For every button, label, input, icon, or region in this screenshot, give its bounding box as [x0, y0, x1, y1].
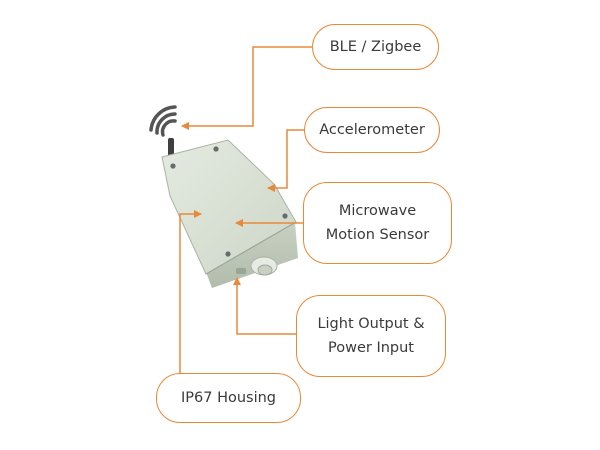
- callout-microwave-motion-sensor: Microwave Motion Sensor: [303, 182, 452, 264]
- leader-accelerometer: [267, 129, 304, 192]
- screw: [213, 146, 219, 152]
- callout-ip67-housing: IP67 Housing: [156, 373, 301, 423]
- enclosure-housing: [161, 139, 298, 288]
- screw: [170, 163, 176, 169]
- screw: [225, 251, 231, 257]
- callout-label: IP67 Housing: [180, 390, 277, 406]
- cable-gland: [250, 256, 278, 276]
- leader-light-power: [233, 277, 296, 335]
- callout-label-line1: Microwave: [338, 203, 417, 219]
- callout-label: Accelerometer: [319, 122, 425, 138]
- leader-ip67: [179, 210, 202, 373]
- callout-ble-zigbee: BLE / Zigbee: [312, 24, 439, 70]
- callout-accelerometer: Accelerometer: [304, 107, 440, 153]
- wifi-signal-icon: [149, 105, 177, 137]
- screw: [282, 213, 288, 219]
- leader-ble-zigbee: [181, 46, 312, 130]
- callout-label-line1: Light Output &: [317, 316, 425, 332]
- callout-label: BLE / Zigbee: [329, 39, 422, 55]
- callout-light-output-power-input: Light Output & Power Input: [296, 295, 446, 377]
- callout-label-line2: Power Input: [328, 340, 414, 356]
- callout-label-line2: Motion Sensor: [325, 227, 430, 243]
- antenna: [168, 138, 174, 156]
